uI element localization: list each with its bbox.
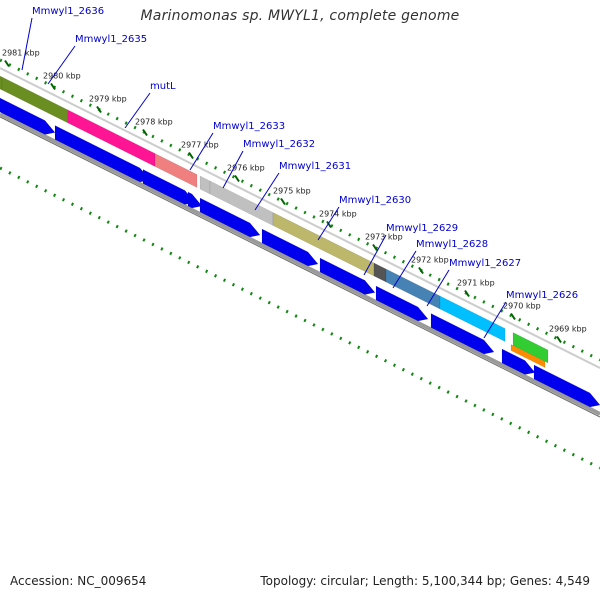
gene-leader-line: [222, 150, 244, 189]
gene-leader-line: [21, 17, 33, 71]
dotted-guide-line: [0, 58, 600, 362]
tick-mark: [142, 128, 148, 137]
tick-label: 2979 kbp: [89, 95, 127, 104]
gene-leader-line: [363, 234, 387, 276]
tick-mark: [326, 220, 332, 229]
tick-mark: [372, 243, 378, 252]
tick-label: 2978 kbp: [135, 118, 173, 127]
gene-block: [512, 332, 549, 364]
tick-label: 2974 kbp: [319, 210, 357, 219]
gene-label[interactable]: Mmwyl1_2635: [75, 34, 147, 45]
tick-label: 2975 kbp: [273, 187, 311, 196]
faint-guide-line: [0, 67, 600, 369]
backbone: [0, 112, 600, 418]
tick-marks: 2981 kbp 2980 kbp 2979 kbp 2978 kbp 2977 kbp…: [2, 49, 587, 344]
gene-label[interactable]: Mmwyl1_2626: [506, 290, 578, 301]
tick-label: 2981 kbp: [2, 49, 40, 58]
gene-label[interactable]: Mmwyl1_2628: [416, 239, 488, 250]
gene-leader-line: [254, 172, 280, 211]
cds-arrow: [533, 364, 600, 408]
gene-label[interactable]: Mmwyl1_2633: [213, 121, 285, 132]
tick-label: 2971 kbp: [457, 279, 495, 288]
cds-arrow: [199, 197, 261, 238]
backbone-line: [0, 112, 600, 416]
topology-text: Topology: circular; Length: 5,100,344 bp…: [260, 574, 590, 588]
tick-label: 2977 kbp: [181, 141, 219, 150]
tick-label: 2970 kbp: [503, 302, 541, 311]
gene-block: [199, 175, 211, 195]
tick-mark: [556, 335, 562, 344]
cds-arrow: [319, 257, 376, 295]
cds-arrow: [362, 279, 374, 295]
gene-label[interactable]: Mmwyl1_2631: [279, 161, 351, 172]
tick-label: 2969 kbp: [549, 325, 587, 334]
tick-mark: [188, 151, 194, 160]
gene-leader-line: [483, 301, 507, 339]
tick-mark: [96, 105, 102, 114]
tick-mark: [464, 289, 470, 298]
tick-label: 2973 kbp: [365, 233, 403, 242]
gene-label[interactable]: Mmwyl1_2636: [32, 6, 104, 17]
backbone-shadow: [0, 116, 600, 418]
tick-mark: [510, 312, 516, 321]
gene-label[interactable]: Mmwyl1_2627: [449, 258, 521, 269]
tick-mark: [4, 59, 10, 68]
cds-arrow: [430, 313, 495, 355]
orange-feature-block: [510, 344, 546, 368]
gene-leader-line: [392, 250, 417, 289]
gene-leader-line: [189, 132, 214, 171]
gene-leader-line: [426, 269, 450, 307]
dotted-guide-line: [0, 166, 600, 470]
gene-label[interactable]: Mmwyl1_2630: [339, 195, 411, 206]
gene-block: [0, 75, 3, 91]
tick-mark: [418, 266, 424, 275]
gene-label[interactable]: Mmwyl1_2629: [386, 223, 458, 234]
tick-label: 2976 kbp: [227, 164, 265, 173]
cds-arrow: [187, 191, 203, 209]
accession-text: Accession: NC_009654: [10, 574, 147, 588]
gene-leader-line: [124, 92, 151, 129]
cds-arrow: [0, 97, 56, 135]
cds-arrow: [261, 228, 319, 267]
tick-mark: [234, 174, 240, 183]
tick-mark: [50, 82, 56, 91]
tick-mark: [280, 197, 286, 206]
gene-block: [154, 153, 198, 188]
gene-track: [0, 75, 549, 368]
tick-label: 2980 kbp: [43, 72, 81, 81]
tick-label: 2972 kbp: [411, 256, 449, 265]
cds-track: [0, 97, 600, 408]
gene-leader-line: [47, 45, 76, 85]
gene-leader-line: [317, 206, 340, 241]
cds-arrow: [375, 285, 429, 322]
gene-label[interactable]: Mmwyl1_2632: [243, 139, 315, 150]
gene-block: [373, 262, 387, 283]
gene-label[interactable]: mutL: [150, 81, 176, 92]
cds-arrow: [501, 348, 536, 375]
map-title: Marinomonas sp. MWYL1, complete genome: [140, 8, 460, 24]
